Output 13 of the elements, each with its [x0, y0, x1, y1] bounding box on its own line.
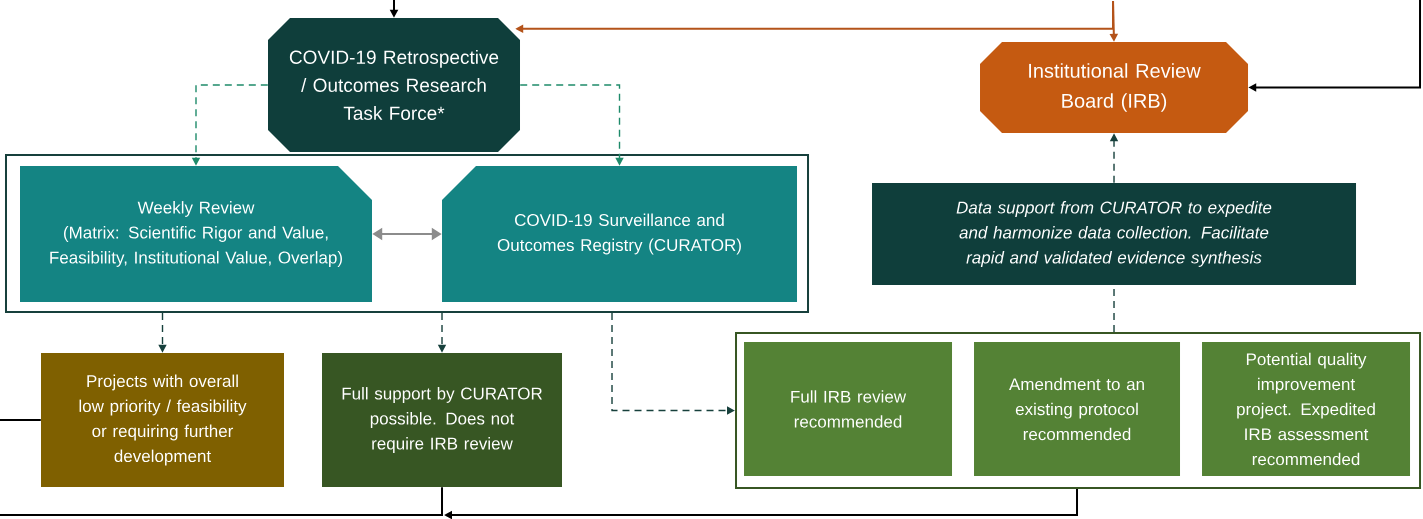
outcome-box: Full support by CURATOR possible. Does not require IRB review: [322, 353, 562, 487]
outcome-box: Amendment to an existing protocol recommended: [974, 342, 1180, 476]
process-box: COVID-19 Surveillance and Outcomes Registry (CURATOR): [442, 166, 797, 302]
note-box: Data support from CURATOR to expedite and harmonize data collection. Facilitate rapid and validated evidence synthesis: [872, 183, 1356, 285]
outcome-box: Potential quality improvement project. Expedited IRB assessment recommended: [1202, 342, 1410, 476]
connector-line: [0, 419, 42, 421]
process-box: Weekly Review (Matrix: Scientific Rigor and Value, Feasibility, Institutional Value, Overlap): [20, 166, 372, 302]
arrow: [611, 312, 735, 415]
task-force-box: COVID-19 Retrospective / Outcomes Research Task Force*: [268, 18, 520, 152]
outcome-box: Full IRB review recommended: [744, 342, 952, 476]
connector-line: [0, 486, 443, 516]
irb-box: Institutional Review Board (IRB): [980, 42, 1248, 133]
outcome-box: Projects with overall low priority / feasibility or requiring further development: [41, 353, 284, 487]
